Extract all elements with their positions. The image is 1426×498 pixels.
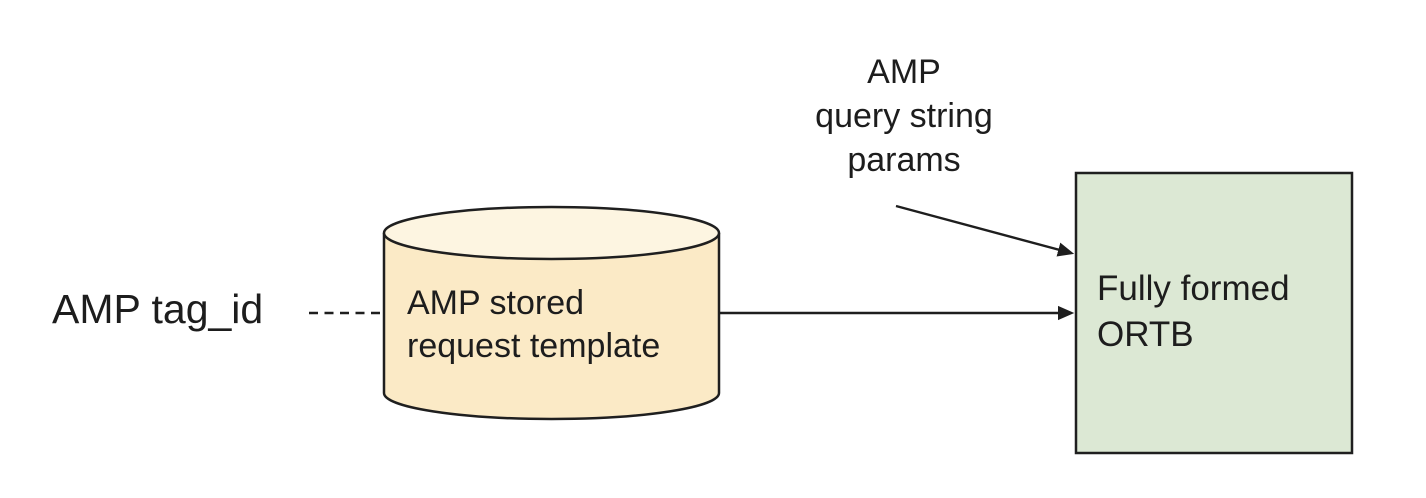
query-params-annotation-line: query string <box>815 97 993 135</box>
stored-request-db-label: AMP stored request template <box>407 282 660 368</box>
query-params-annotation-line: AMP <box>867 53 941 91</box>
ortb-output-box-label-line: ORTB <box>1097 315 1194 354</box>
tag-id-label: AMP tag_id <box>52 286 264 332</box>
query-params-annotation-line: params <box>847 141 961 179</box>
stored-request-db-cylinder-top <box>382 205 721 261</box>
query-params-annotation: AMP query string params <box>779 50 1029 182</box>
query-params-to-ortb-arrow <box>895 204 1075 257</box>
ortb-output-box-label: Fully formed ORTB <box>1097 266 1290 358</box>
ortb-output-box-label-line: Fully formed <box>1097 269 1290 308</box>
stored-request-db-cylinder-body <box>382 233 721 421</box>
stored-request-db-label-line: AMP stored <box>407 284 585 322</box>
ortb-output-box <box>1074 171 1354 455</box>
stored-request-db-label-line: request template <box>407 327 661 365</box>
